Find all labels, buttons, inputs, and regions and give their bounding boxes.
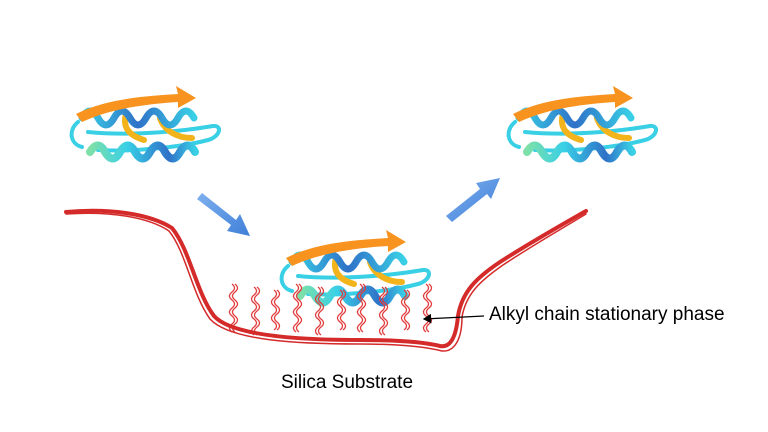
alkyl-chain: [356, 283, 364, 333]
flow-arrow-icon: [446, 178, 500, 222]
alkyl-chain: [378, 286, 386, 336]
protein-ribbon-icon: [72, 86, 219, 159]
alkyl-chain: [422, 283, 430, 333]
alkyl-chain: [295, 283, 303, 333]
alkyl-chain-label: Alkyl chain stationary phase: [489, 304, 725, 325]
alkyl-chain: [270, 289, 278, 331]
alkyl-chain: [250, 286, 258, 336]
alkyl-chain: [336, 289, 344, 331]
protein-ribbon-icon: [282, 230, 429, 303]
alkyl-chain: [231, 283, 239, 333]
alkyl-chain: [425, 283, 433, 333]
silica-substrate-label: Silica Substrate: [281, 372, 414, 393]
alkyl-chain: [359, 283, 367, 333]
alkyl-chain: [381, 286, 389, 336]
alkyl-chain: [339, 289, 347, 331]
alkyl-chain: [253, 286, 261, 336]
alkyl-chain: [292, 283, 300, 333]
alkyl-chain: [317, 286, 325, 336]
alkyl-chain: [228, 283, 236, 333]
alkyl-chain: [314, 286, 322, 336]
alkyl-chain: [403, 289, 411, 331]
flow-arrow-icon: [197, 193, 250, 236]
alkyl-chain: [400, 289, 408, 331]
label-pointer-arrow: [422, 313, 485, 324]
alkyl-chain: [273, 289, 281, 331]
silica-substrate-outline: [64, 208, 588, 352]
alkyl-chains: [228, 283, 433, 336]
protein-ribbon-icon: [509, 86, 656, 159]
